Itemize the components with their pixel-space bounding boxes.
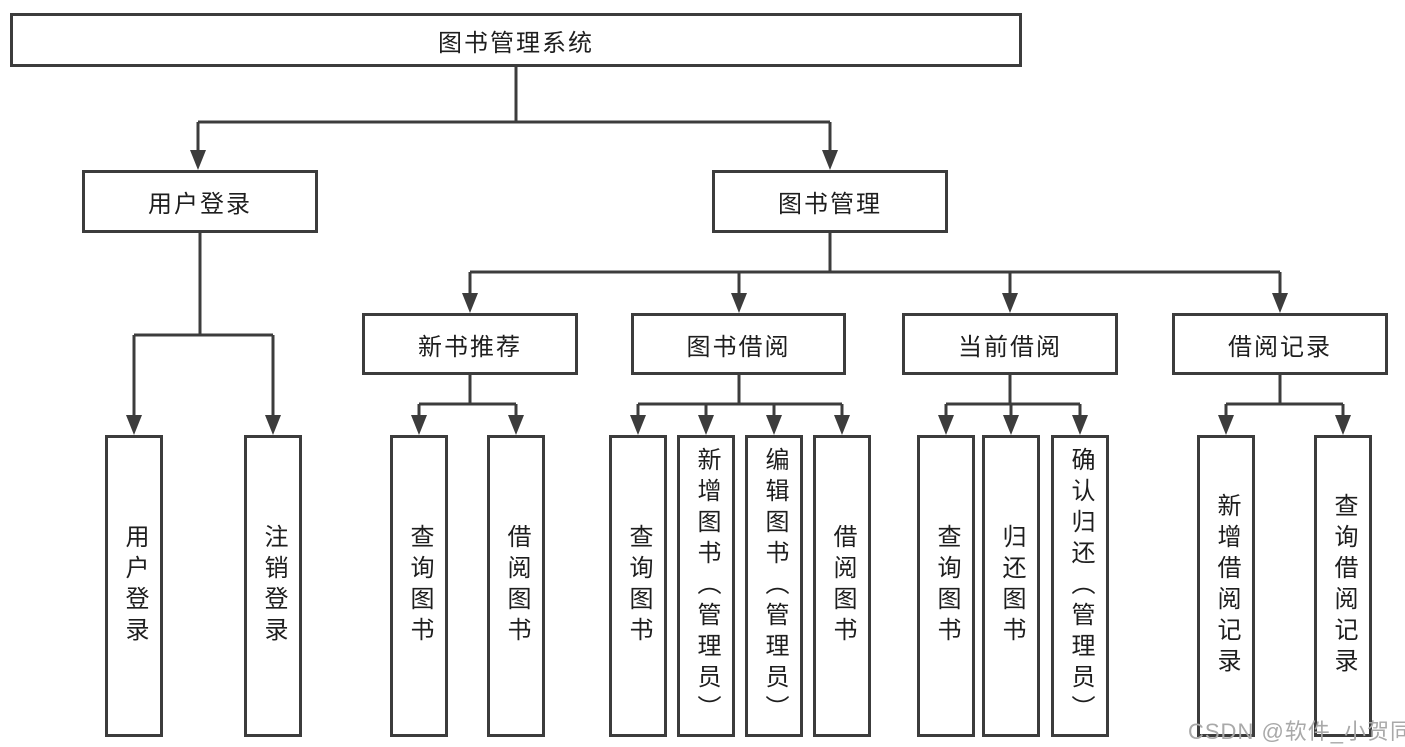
arrowhead-icon bbox=[1335, 415, 1351, 435]
leaf-edit-books-admin: 编辑图书（管理员） bbox=[745, 435, 803, 737]
node-label: 图书管理 bbox=[778, 191, 882, 218]
csdn-watermark: CSDN @软件_小贺同学 bbox=[1188, 719, 1405, 744]
connector-borrow-record-branch bbox=[1224, 375, 1345, 418]
arrowhead-icon bbox=[462, 293, 478, 313]
node-book-borrowing: 图书借阅 bbox=[631, 313, 846, 375]
leaf-borrow-books: 借阅图书 bbox=[813, 435, 871, 737]
node-label: 新增借阅记录 bbox=[1213, 493, 1240, 679]
connector-user-login-branch bbox=[132, 233, 275, 418]
arrowhead-icon bbox=[265, 415, 281, 435]
node-root-library-system: 图书管理系统 bbox=[10, 13, 1022, 67]
node-label: 注销登录 bbox=[260, 524, 287, 648]
node-label: 查询图书 bbox=[933, 524, 960, 648]
arrowhead-icon bbox=[1002, 293, 1018, 313]
node-current-borrowing: 当前借阅 bbox=[902, 313, 1118, 375]
node-label: 当前借阅 bbox=[958, 333, 1062, 361]
node-borrowing-records: 借阅记录 bbox=[1172, 313, 1388, 375]
arrowhead-icon bbox=[126, 415, 142, 435]
arrowhead-icon bbox=[1218, 415, 1234, 435]
arrowhead-icon bbox=[630, 415, 646, 435]
connector-new-book-branch bbox=[417, 375, 518, 418]
leaf-query-books: 查询图书 bbox=[390, 435, 448, 737]
node-label: 归还图书 bbox=[998, 524, 1025, 648]
node-label: 图书管理系统 bbox=[438, 29, 594, 57]
arrowhead-icon bbox=[1003, 415, 1019, 435]
leaf-user-login: 用户登录 bbox=[105, 435, 163, 737]
arrowhead-icon bbox=[822, 150, 838, 170]
arrowhead-icon bbox=[834, 415, 850, 435]
node-label: 编辑图书（管理员） bbox=[761, 446, 788, 726]
connector-root-to-level2 bbox=[196, 67, 832, 153]
arrowhead-icon bbox=[766, 415, 782, 435]
leaf-query-books: 查询图书 bbox=[609, 435, 667, 737]
leaf-confirm-return-admin: 确认归还（管理员） bbox=[1051, 435, 1109, 737]
arrowhead-icon bbox=[731, 293, 747, 313]
arrowhead-icon bbox=[938, 415, 954, 435]
node-label: 借阅记录 bbox=[1228, 333, 1332, 361]
node-label: 借阅图书 bbox=[503, 524, 530, 648]
arrowhead-icon bbox=[411, 415, 427, 435]
arrowhead-icon bbox=[508, 415, 524, 435]
node-label: 图书借阅 bbox=[686, 333, 791, 361]
connector-book-mgmt-branch bbox=[468, 233, 1282, 296]
node-user-login: 用户登录 bbox=[82, 170, 318, 233]
node-label: 确认归还（管理员） bbox=[1067, 446, 1094, 726]
arrowhead-icon bbox=[698, 415, 714, 435]
arrowhead-icon bbox=[1072, 415, 1088, 435]
leaf-logout: 注销登录 bbox=[244, 435, 302, 737]
connector-book-borrow-branch bbox=[636, 375, 844, 418]
node-label: 查询图书 bbox=[406, 524, 433, 648]
arrowhead-icon bbox=[1272, 293, 1288, 313]
node-label: 借阅图书 bbox=[829, 524, 856, 648]
leaf-add-books-admin: 新增图书（管理员） bbox=[677, 435, 735, 737]
leaf-add-borrow-record: 新增借阅记录 bbox=[1197, 435, 1255, 737]
node-label: 用户登录 bbox=[121, 524, 148, 648]
leaf-borrow-books: 借阅图书 bbox=[487, 435, 545, 737]
node-label: 新增图书（管理员） bbox=[693, 446, 720, 726]
node-label: 查询图书 bbox=[625, 524, 652, 648]
node-book-management: 图书管理 bbox=[712, 170, 948, 233]
connector-current-borrow-branch bbox=[944, 375, 1082, 418]
node-label: 新书推荐 bbox=[418, 333, 522, 361]
node-label: 查询借阅记录 bbox=[1330, 493, 1357, 679]
node-label: 用户登录 bbox=[148, 191, 252, 218]
leaf-query-borrow-record: 查询借阅记录 bbox=[1314, 435, 1372, 737]
leaf-return-books: 归还图书 bbox=[982, 435, 1040, 737]
leaf-query-books: 查询图书 bbox=[917, 435, 975, 737]
arrowhead-icon bbox=[190, 150, 206, 170]
node-new-book-recommend: 新书推荐 bbox=[362, 313, 578, 375]
